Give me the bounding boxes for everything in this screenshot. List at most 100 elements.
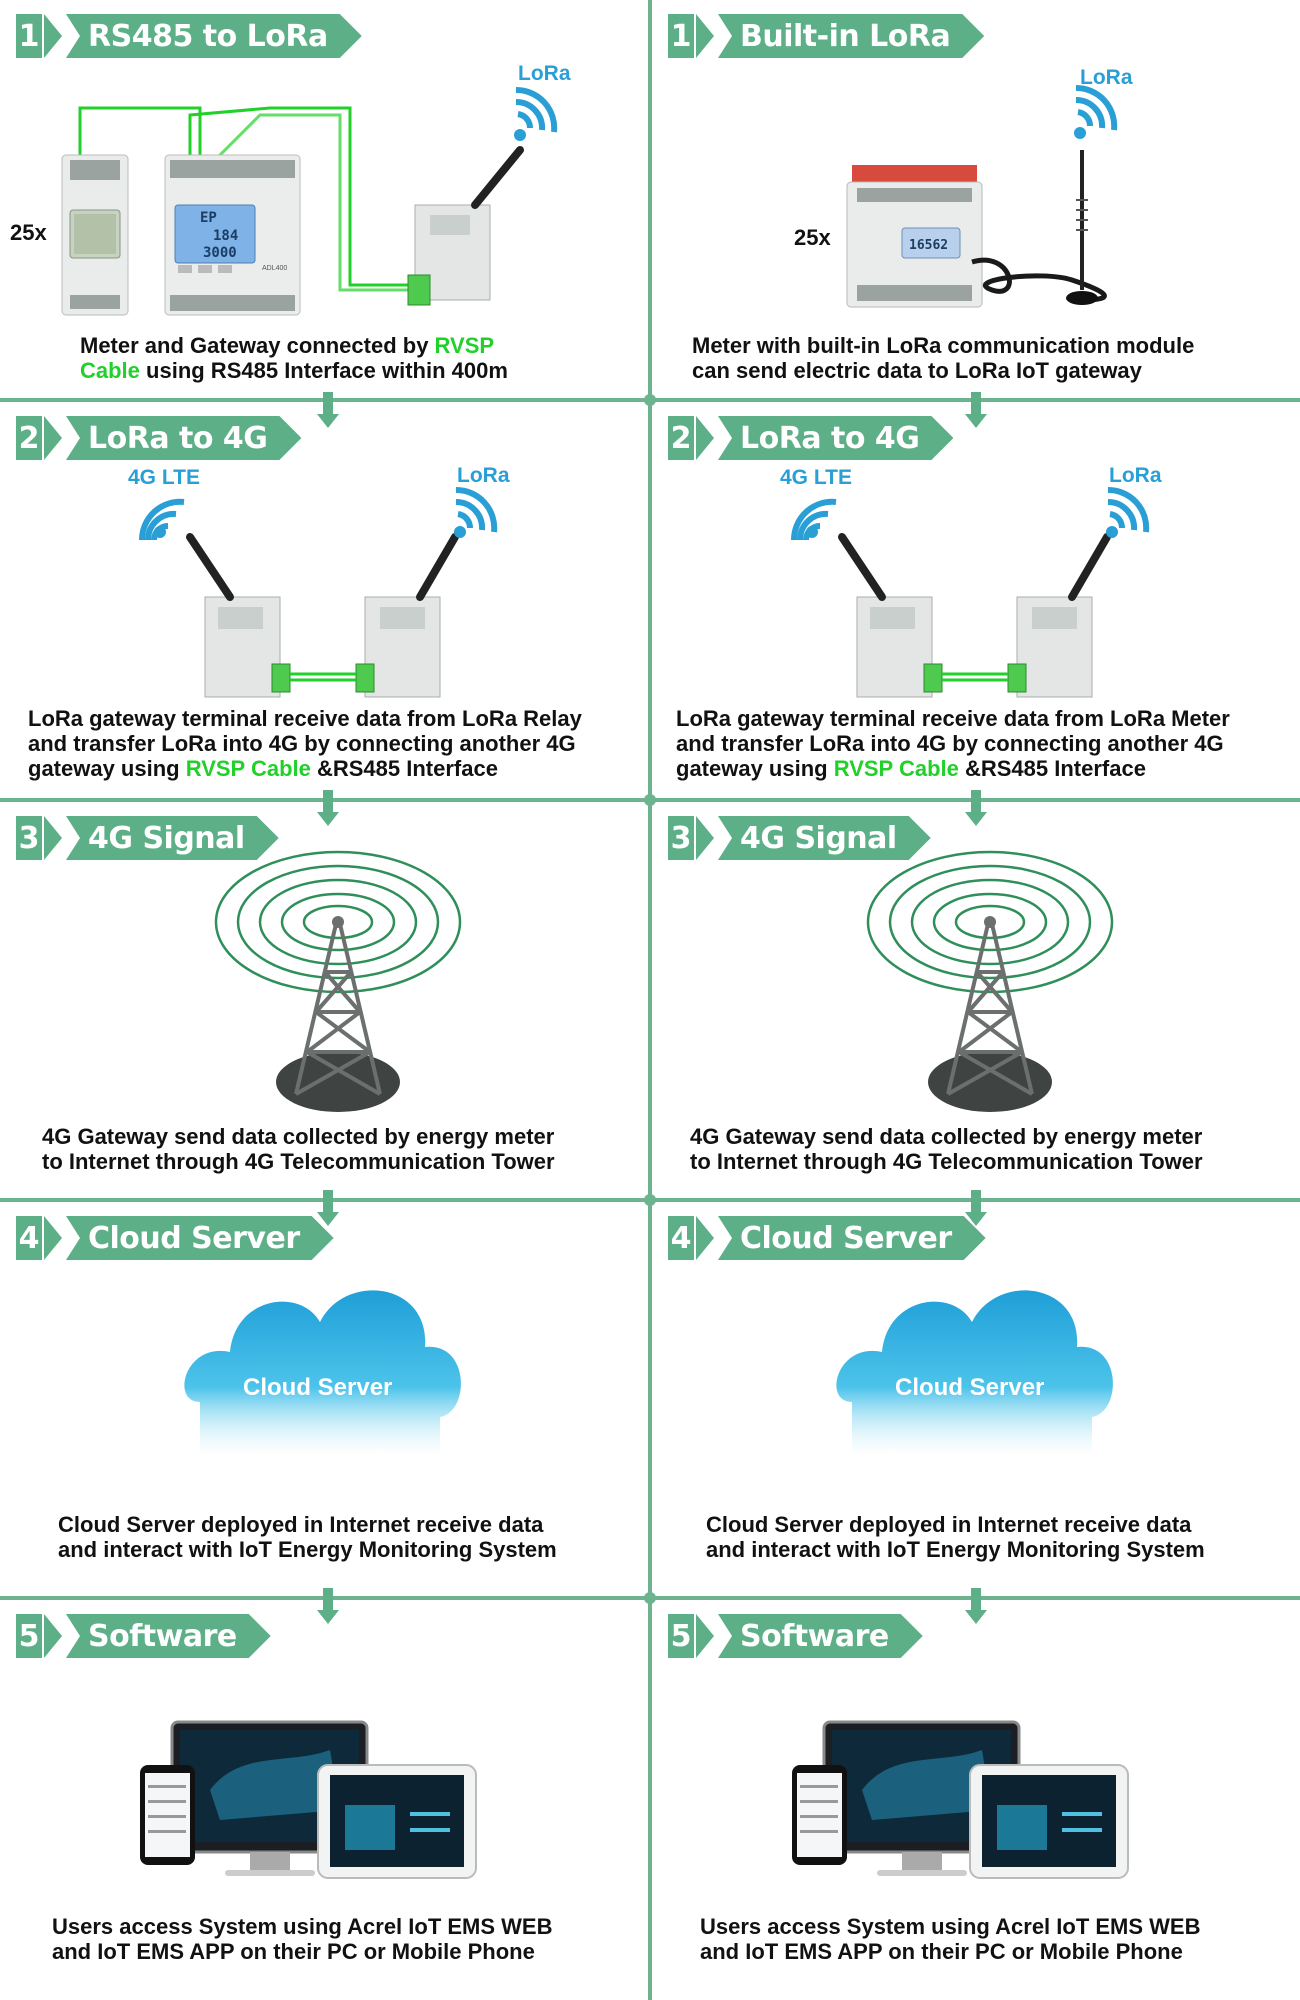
software-devices-illustration — [140, 1720, 477, 1879]
wifi-signal-icon — [1074, 84, 1118, 139]
wifi-signal-icon — [454, 486, 498, 538]
step-caption: LoRa gateway terminal receive data from … — [28, 706, 628, 781]
down-arrow-icon — [317, 392, 339, 432]
down-arrow-icon — [317, 1190, 339, 1230]
step-2-right: 2 LoRa to 4G 4G LTE — [652, 402, 1300, 798]
caption-highlight: RVSP — [434, 333, 495, 358]
caption-text: LoRa gateway terminal receive data from … — [676, 706, 1230, 731]
step-caption: LoRa gateway terminal receive data from … — [676, 706, 1280, 781]
chevron-icon — [44, 1614, 62, 1658]
step-badge: 3 4G Signal — [668, 816, 931, 860]
wifi-signal-icon — [1106, 486, 1150, 538]
wifi-label: LoRa — [1109, 464, 1162, 487]
cell-tower-icon — [214, 850, 462, 1112]
chevron-icon — [696, 1614, 714, 1658]
step-number: 4 — [668, 1216, 694, 1260]
gateway-lora — [1007, 533, 1111, 698]
down-arrow-icon — [965, 1588, 987, 1628]
caption-text: &RS485 Interface — [310, 756, 498, 781]
meter-line-2: 184 — [213, 228, 238, 244]
phone-icon — [792, 1765, 847, 1865]
step-1-left: 1 RS485 to LoRa EP 184 3000 ADL400 — [0, 0, 648, 396]
caption-highlight: RVSP Cable — [833, 756, 959, 781]
caption-text: and IoT EMS APP on their PC or Mobile Ph… — [700, 1939, 1183, 1964]
step-title: LoRa to 4G — [718, 416, 953, 460]
din-meter-adl400: EP 184 3000 ADL400 — [164, 154, 301, 316]
meter-model: ADL400 — [262, 265, 287, 272]
cloud-icon: Cloud Server — [836, 1290, 1113, 1452]
chevron-icon — [696, 14, 714, 58]
caption-text: can send electric data to LoRa IoT gatew… — [692, 358, 1142, 383]
caption-text: and transfer LoRa into 4G by connecting … — [676, 731, 1224, 756]
step-badge: 1 Built-in LoRa — [668, 14, 984, 58]
gateway-pair-illustration: 4G LTE LoRa — [780, 464, 1162, 698]
meter-count: 25x — [794, 225, 831, 250]
step-badge: 1 RS485 to LoRa — [16, 14, 362, 58]
caption-text: Cloud Server deployed in Internet receiv… — [58, 1512, 544, 1537]
step-badge: 2 LoRa to 4G — [16, 416, 301, 460]
meter-reading: 16562 — [909, 238, 948, 253]
down-arrow-icon — [965, 392, 987, 432]
caption-text: Cloud Server deployed in Internet receiv… — [706, 1512, 1192, 1537]
down-arrow-icon — [965, 1190, 987, 1230]
step-title: 4G Signal — [718, 816, 931, 860]
gateway-lora — [355, 533, 459, 698]
gateway-4g — [838, 533, 943, 698]
step-2-left: 2 LoRa to 4G 4G LTE — [0, 402, 648, 798]
lora-meter: 16562 — [846, 165, 1107, 308]
step-title: Software — [718, 1614, 923, 1658]
caption-text: and interact with IoT Energy Monitoring … — [706, 1537, 1205, 1562]
step-badge: 4 Cloud Server — [668, 1216, 986, 1260]
meter-count: 25x — [10, 220, 47, 245]
wifi-label: 4G LTE — [780, 466, 852, 489]
caption-text: 4G Gateway send data collected by energy… — [42, 1124, 555, 1149]
wifi-signal-icon — [138, 498, 185, 541]
step-number: 2 — [16, 416, 42, 460]
divider-node — [644, 394, 656, 406]
step-badge: 3 4G Signal — [16, 816, 279, 860]
down-arrow-icon — [317, 1588, 339, 1628]
chevron-icon — [44, 416, 62, 460]
chevron-icon — [696, 416, 714, 460]
antenna-icon — [1066, 150, 1098, 305]
step-number: 3 — [16, 816, 42, 860]
down-arrow-icon — [317, 790, 339, 830]
step-caption: 4G Gateway send data collected by energy… — [690, 1124, 1280, 1174]
caption-text: Users access System using Acrel IoT EMS … — [52, 1914, 553, 1939]
phone-icon — [140, 1765, 195, 1865]
down-arrow-icon — [965, 790, 987, 830]
step-title: Cloud Server — [66, 1216, 334, 1260]
step-3-right: 3 4G Signal 4G Gateway send data collect… — [652, 802, 1300, 1198]
gateway-pair-illustration: 4G LTE LoRa — [128, 464, 510, 698]
step-number: 3 — [668, 816, 694, 860]
step-badge: 5 Software — [668, 1614, 923, 1658]
step-4-right: 4 Cloud Server Cloud Server Cloud Server… — [652, 1202, 1300, 1598]
step-number: 5 — [668, 1614, 694, 1658]
step-caption: Users access System using Acrel IoT EMS … — [700, 1914, 1280, 1964]
step-5-left: 5 Software Users access System us — [0, 1600, 648, 1996]
chevron-icon — [44, 1216, 62, 1260]
wifi-signal-icon — [514, 86, 558, 141]
step-caption: Meter with built-in LoRa communication m… — [692, 333, 1280, 383]
step-1-right: 1 Built-in LoRa 16562 LoRa 25x Meter wit — [652, 0, 1300, 396]
step-5-right: 5 Software Users access System us — [652, 1600, 1300, 1996]
wifi-label: LoRa — [518, 62, 571, 85]
step-number: 4 — [16, 1216, 42, 1260]
step-title: Software — [66, 1614, 271, 1658]
divider-node — [644, 794, 656, 806]
chevron-icon — [44, 14, 62, 58]
meter-line-1: EP — [200, 210, 217, 226]
step-badge: 2 LoRa to 4G — [668, 416, 953, 460]
step-caption: Cloud Server deployed in Internet receiv… — [58, 1512, 628, 1562]
caption-text: 4G Gateway send data collected by energy… — [690, 1124, 1203, 1149]
caption-text: Meter with built-in LoRa communication m… — [692, 333, 1195, 358]
step-3-left: 3 4G Signal 4G Gateway send data collect… — [0, 802, 648, 1198]
caption-text: LoRa gateway terminal receive data from … — [28, 706, 582, 731]
step-title: LoRa to 4G — [66, 416, 301, 460]
cell-tower-icon — [866, 850, 1114, 1112]
step-number: 1 — [668, 14, 694, 58]
software-devices-illustration — [792, 1720, 1129, 1879]
wifi-label: LoRa — [1080, 66, 1133, 89]
caption-text: and interact with IoT Energy Monitoring … — [58, 1537, 557, 1562]
caption-text: &RS485 Interface — [958, 756, 1146, 781]
